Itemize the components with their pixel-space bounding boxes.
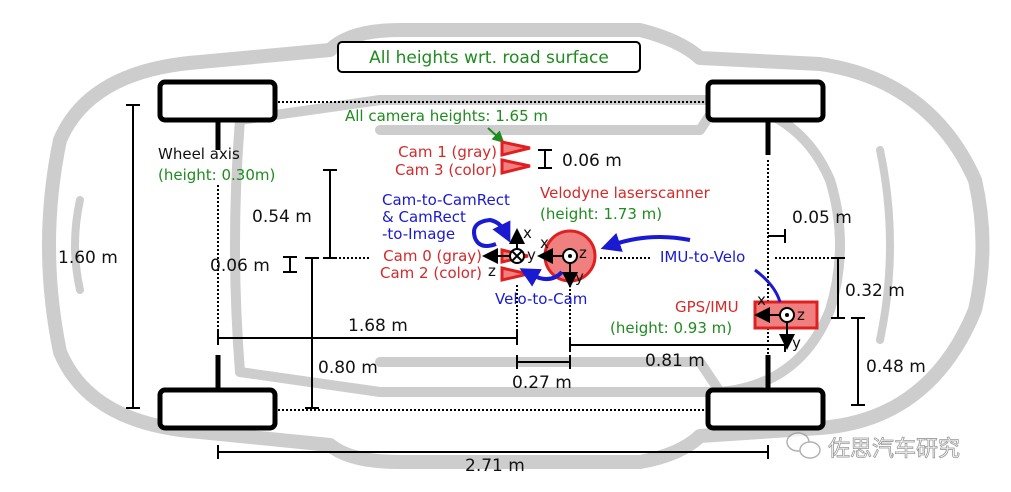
title-box <box>337 41 641 73</box>
gps-imu-height: (height: 0.93 m) <box>610 319 732 337</box>
imu-to-velo-label: IMU-to-Velo <box>660 248 745 266</box>
dim-0-54: 0.54 m <box>252 207 312 227</box>
cam0-label: Cam 0 (gray) <box>383 247 482 265</box>
wheel-front-right <box>705 79 826 123</box>
cam3-icon <box>500 158 531 175</box>
wheel-axis-label: Wheel axis <box>158 145 240 163</box>
dim-0-27: 0.27 m <box>512 373 572 393</box>
wheels <box>157 79 826 431</box>
title-text: All heights wrt. road surface <box>369 48 609 68</box>
svg-text:y: y <box>575 268 584 286</box>
cam-to-camrect-label: Cam-to-CamRect <box>382 191 510 209</box>
dim-0-81: 0.81 m <box>645 351 705 371</box>
velodyne-label: Velodyne laserscanner <box>540 184 711 202</box>
cam-to-camrect-label-2: & CamRect <box>382 208 466 226</box>
svg-text:x: x <box>523 224 532 242</box>
dim-0-06-left: 0.06 m <box>210 256 270 276</box>
wheel-axis-height: (height: 0.30m) <box>158 166 275 184</box>
cam3-label: Cam 3 (color) <box>395 161 497 179</box>
imu-to-velo-line <box>754 268 782 303</box>
svg-text:z: z <box>579 244 587 262</box>
cam-to-camrect-arrow <box>472 217 511 248</box>
dim-0-48: 0.48 m <box>866 357 926 377</box>
cam1-icon <box>500 140 531 157</box>
cam-to-camrect-label-3: -to-Image <box>382 225 455 243</box>
cam2-icon <box>500 266 529 282</box>
gps-imu-frame: x z y <box>754 291 805 352</box>
svg-text:x: x <box>540 234 549 252</box>
dim-1-68: 1.68 m <box>348 316 408 336</box>
watermark-text: 佐思汽车研究 <box>828 437 960 462</box>
velodyne-height: (height: 1.73 m) <box>540 205 662 223</box>
svg-text:z: z <box>797 306 805 324</box>
gps-imu-label: GPS/IMU <box>675 298 739 316</box>
velo-to-cam-arrow <box>519 268 564 287</box>
dimension-lines <box>126 104 865 459</box>
dim-1-60: 1.60 m <box>58 248 118 268</box>
velodyne-frame: x z y <box>537 234 587 288</box>
svg-text:z: z <box>488 262 496 280</box>
camera-frame: x y z <box>482 224 536 280</box>
svg-text:y: y <box>792 334 801 352</box>
camera-heights-label: All camera heights: 1.65 m <box>345 107 548 125</box>
svg-text:y: y <box>527 246 536 264</box>
svg-text:x: x <box>757 291 766 309</box>
cam1-label: Cam 1 (gray) <box>398 143 497 161</box>
imu-to-velo-arrow <box>600 232 691 252</box>
dim-0-05: 0.05 m <box>792 208 852 228</box>
dim-0-32: 0.32 m <box>845 281 905 301</box>
dim-2-71: 2.71 m <box>465 456 525 476</box>
wheel-rear-right <box>705 387 826 431</box>
velo-to-cam-label: Velo-to-Cam <box>495 290 587 308</box>
wheel-rear-left <box>157 387 278 431</box>
wheel-front-left <box>157 79 278 123</box>
watermark: 佐思汽车研究 <box>786 432 960 462</box>
cam2-label: Cam 2 (color) <box>380 264 482 282</box>
dim-0-80: 0.80 m <box>318 358 378 378</box>
dim-0-06-cam: 0.06 m <box>562 151 622 171</box>
